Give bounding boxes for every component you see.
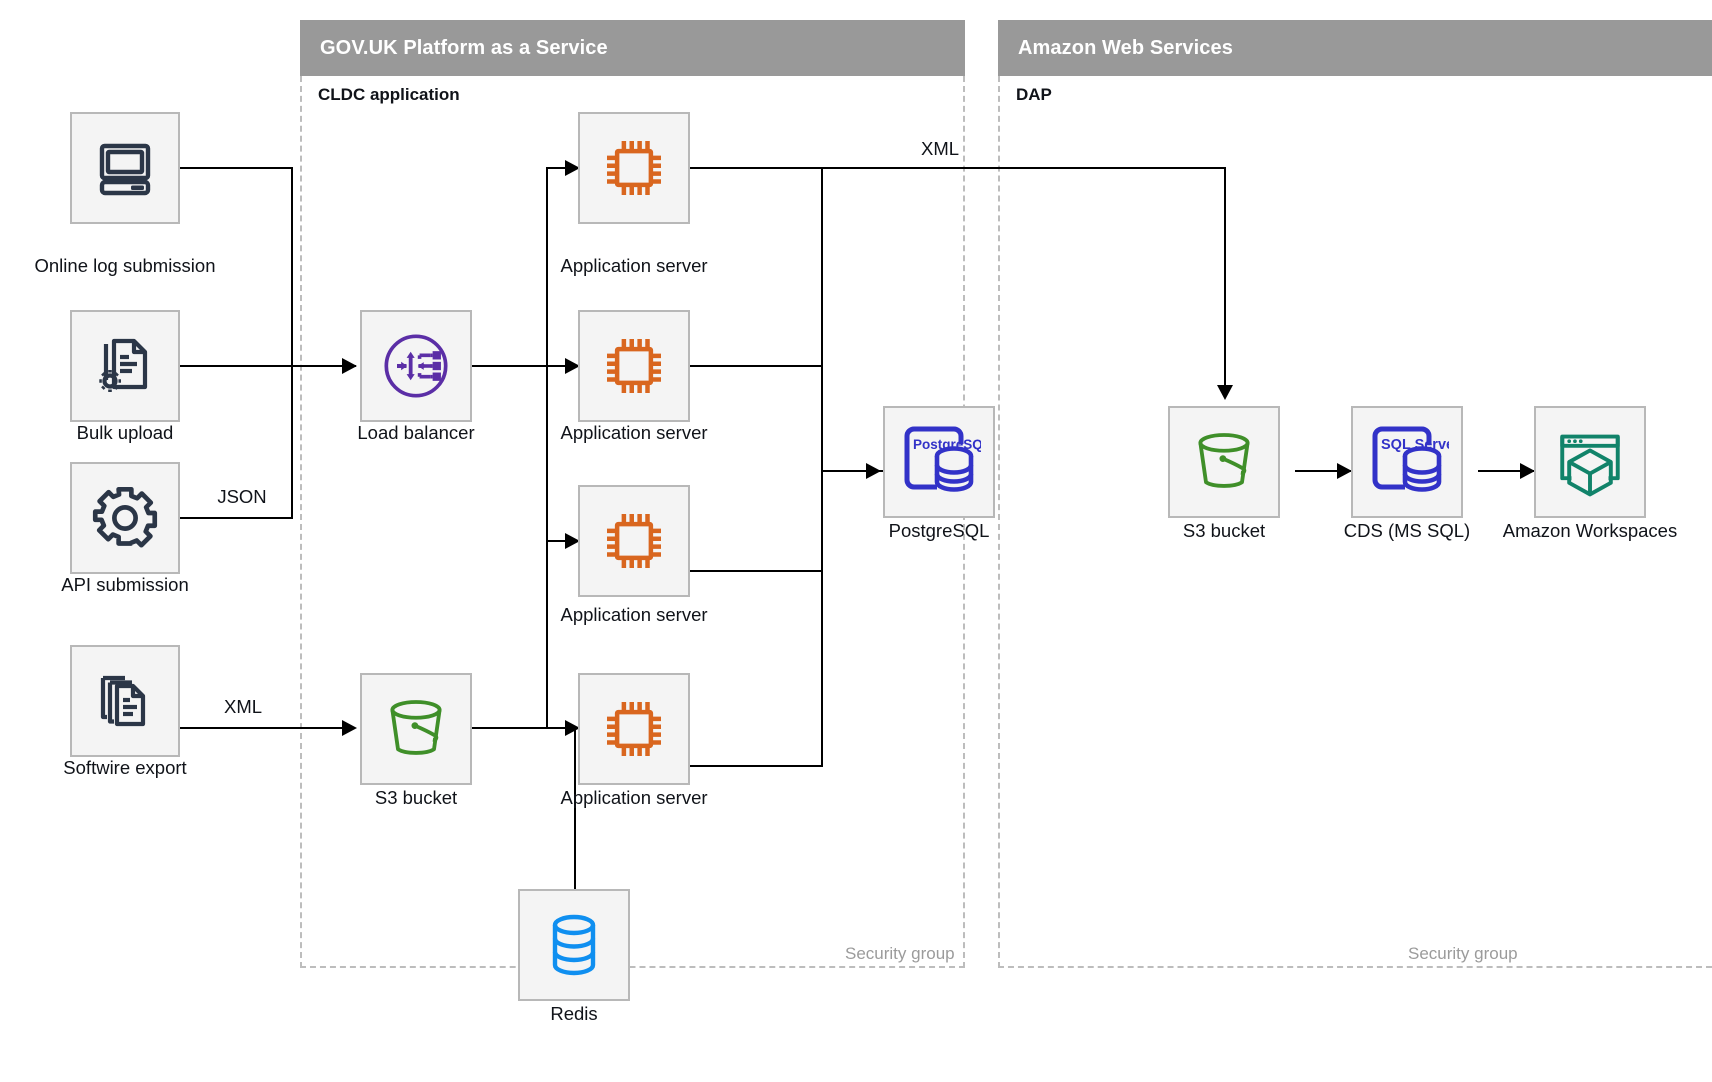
- label-redis: Redis: [550, 1003, 598, 1024]
- label-app-server-1: Application server: [560, 255, 708, 276]
- group-title-paas: GOV.UK Platform as a Service: [320, 36, 608, 59]
- tile-softwire-export[interactable]: [70, 645, 180, 757]
- label-postgresql: PostgreSQL: [888, 520, 990, 541]
- tile-app-server-2[interactable]: [578, 310, 690, 422]
- edge-app1-to-bus: [689, 167, 823, 170]
- group-header-aws: Amazon Web Services: [998, 20, 1712, 76]
- edge-label-xml-softwire: XML: [223, 696, 263, 717]
- sql-server-icon: SQL Server: [1365, 424, 1449, 500]
- tile-api-submission[interactable]: [70, 462, 180, 574]
- tile-s3-bucket-aws[interactable]: [1168, 406, 1280, 518]
- label-cds-ms-sql: CDS (MS SQL): [1343, 520, 1471, 541]
- edge-bus-to-postgres: [821, 470, 883, 473]
- tile-amazon-workspaces[interactable]: [1534, 406, 1646, 518]
- tile-load-balancer[interactable]: [360, 310, 472, 422]
- edge-api-horizontal: [178, 517, 293, 520]
- arrow-into-app-server-1: [565, 160, 580, 176]
- edge-bulk-upload-to-lb: [178, 365, 356, 368]
- tile-cds-ms-sql[interactable]: SQL Server: [1351, 406, 1463, 518]
- group-header-paas: GOV.UK Platform as a Service: [300, 20, 965, 76]
- edge-xml-to-aws-vertical: [1224, 167, 1227, 392]
- document-gear-icon: [93, 334, 157, 398]
- label-softwire-export: Softwire export: [63, 757, 187, 778]
- tile-postgresql[interactable]: PostgreSQL: [883, 406, 995, 518]
- tile-s3-bucket-paas[interactable]: [360, 673, 472, 785]
- cpu-chip-icon: [598, 693, 670, 765]
- arrow-into-app-server-3: [565, 533, 580, 549]
- edge-lb-out: [472, 365, 577, 368]
- group-subtitle-dap: DAP: [1016, 85, 1052, 104]
- edge-s3-paas-to-app4: [472, 727, 548, 730]
- edge-redis-vertical: [574, 727, 577, 889]
- edge-xml-to-aws-horizontal: [821, 167, 1226, 170]
- edge-lb-to-app1: [546, 167, 580, 170]
- arrow-into-app-server-4: [565, 720, 580, 736]
- tile-online-log-submission[interactable]: [70, 112, 180, 224]
- arrow-into-workspaces: [1520, 463, 1535, 479]
- label-app-server-4: Application server: [560, 787, 708, 808]
- group-body-aws: [998, 76, 1712, 968]
- tile-app-server-4[interactable]: [578, 673, 690, 785]
- arrow-into-postgresql: [866, 463, 881, 479]
- security-group-label-paas: Security group: [845, 944, 955, 963]
- gear-icon: [91, 484, 159, 552]
- tile-bulk-upload[interactable]: [70, 310, 180, 422]
- edge-label-xml-to-aws: XML: [920, 138, 960, 159]
- arrow-into-cds: [1337, 463, 1352, 479]
- label-online-log-submission: Online log submission: [34, 255, 216, 276]
- label-api-submission: API submission: [61, 574, 189, 595]
- edge-softwire-to-s3: [178, 727, 348, 730]
- label-s3-bucket-paas: S3 bucket: [374, 787, 458, 808]
- tile-redis[interactable]: [518, 889, 630, 1001]
- edge-lb-to-app3: [546, 540, 580, 543]
- database-cylinder-icon: [542, 911, 606, 979]
- edge-cds-to-workspaces: [1478, 470, 1536, 473]
- label-s3-bucket-aws: S3 bucket: [1182, 520, 1266, 541]
- edge-label-json: JSON: [217, 486, 267, 507]
- edge-lb-to-app4: [546, 727, 580, 730]
- group-subtitle-cldc: CLDC application: [318, 85, 460, 104]
- postgresql-icon: PostgreSQL: [897, 424, 981, 500]
- arrow-into-load-balancer: [342, 358, 357, 374]
- s3-bucket-icon: [1188, 426, 1260, 498]
- tile-app-server-3[interactable]: [578, 485, 690, 597]
- cpu-chip-icon: [598, 132, 670, 204]
- desktop-computer-icon: [93, 136, 157, 200]
- load-balancer-icon: [378, 328, 454, 404]
- label-load-balancer: Load balancer: [357, 422, 475, 443]
- label-amazon-workspaces: Amazon Workspaces: [1502, 520, 1678, 541]
- label-bulk-upload: Bulk upload: [76, 422, 174, 443]
- edge-app3-to-bus: [689, 570, 823, 573]
- cpu-chip-icon: [598, 505, 670, 577]
- edge-s3-aws-to-cds: [1295, 470, 1353, 473]
- edge-online-log-vertical: [291, 168, 294, 366]
- label-app-server-2: Application server: [560, 422, 708, 443]
- edge-app2-to-bus: [689, 365, 823, 368]
- edge-online-log-horizontal: [178, 167, 293, 170]
- group-body-paas: [300, 76, 965, 968]
- edge-app4-to-bus: [689, 765, 823, 768]
- label-app-server-3: Application server: [560, 604, 708, 625]
- arrow-into-s3-aws: [1217, 385, 1233, 400]
- arrow-into-app-server-2: [565, 358, 580, 374]
- tile-app-server-1[interactable]: [578, 112, 690, 224]
- arrow-into-s3-paas: [342, 720, 357, 736]
- edge-api-vertical: [291, 365, 294, 519]
- edge-collector-bus: [821, 167, 824, 767]
- documents-stack-icon: [93, 669, 157, 733]
- group-title-aws: Amazon Web Services: [1018, 36, 1233, 59]
- security-group-label-aws: Security group: [1408, 944, 1518, 963]
- edge-lb-fan-bus: [546, 167, 549, 727]
- cpu-chip-icon: [598, 330, 670, 402]
- amazon-workspaces-icon: [1553, 425, 1627, 499]
- s3-bucket-icon: [380, 693, 452, 765]
